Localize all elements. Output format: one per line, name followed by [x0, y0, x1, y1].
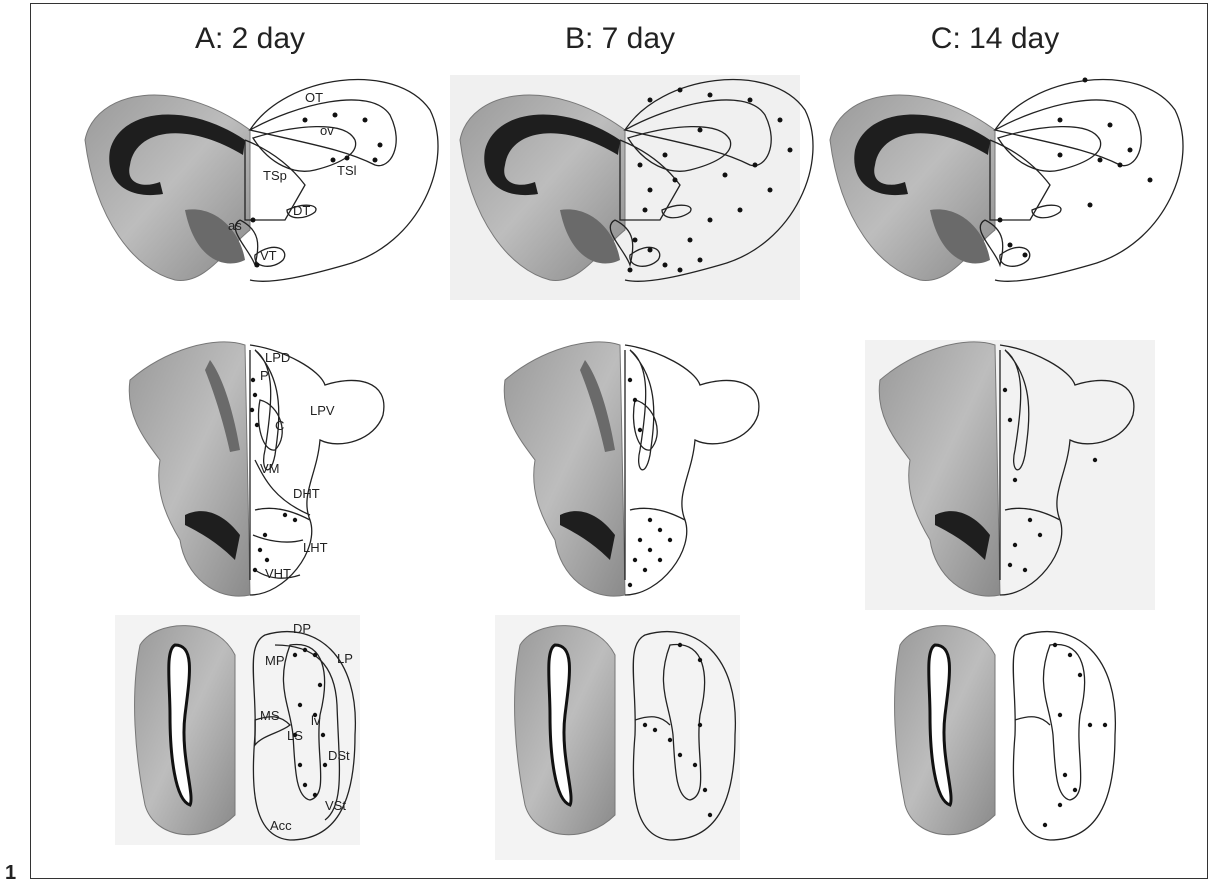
label-acc: Acc [270, 818, 292, 833]
tissue-stain-c1 [830, 95, 995, 280]
label-lht: LHT [303, 540, 328, 555]
label-lp: LP [337, 651, 353, 666]
column-title-c: C: 14 day [845, 22, 1145, 56]
panel-b-telencephalon [495, 615, 745, 860]
panel-a-hypothalamus: LPD P C LPV VM DHT LHT VHT [125, 340, 415, 605]
column-title-a: A: 2 day [100, 22, 400, 56]
label-vt: VT [260, 248, 277, 263]
tissue-stain-c3 [895, 626, 995, 835]
panel-c-telencephalon [875, 615, 1125, 850]
cell-dots-b2 [628, 378, 672, 587]
panel-a-tectum: OT ov TSl TSp DT as VT [75, 70, 445, 310]
label-dt: DT [293, 203, 310, 218]
tissue-stain-b1 [450, 75, 800, 300]
panel-a-telencephalon: DP MP LP MS lv LS DSt VSt Acc [115, 615, 365, 850]
label-ot: OT [305, 90, 323, 105]
label-vst: VSt [325, 798, 346, 813]
label-tsp: TSp [263, 168, 287, 183]
tissue-stain-a1 [85, 95, 250, 280]
column-title-b: B: 7 day [470, 22, 770, 56]
label-vm: VM [260, 461, 280, 476]
label-lpd: LPD [265, 350, 290, 365]
outline-c3 [1013, 632, 1115, 840]
outline-b2 [625, 345, 759, 595]
label-tsl: TSl [337, 163, 357, 178]
tissue-stain-a3 [115, 615, 360, 845]
label-as: as [228, 218, 242, 233]
cell-dots-a1 [251, 113, 383, 268]
label-dp: DP [293, 621, 311, 636]
label-ms: MS [260, 708, 280, 723]
label-c: C [275, 418, 284, 433]
label-p: P [260, 368, 269, 383]
panel-c-hypothalamus [865, 340, 1165, 610]
label-dst: DSt [328, 748, 350, 763]
label-ov: ov [320, 123, 334, 138]
tissue-stain-b2 [504, 342, 625, 596]
tissue-stain-c2 [865, 340, 1155, 610]
outline-c1 [980, 80, 1183, 282]
label-vht: VHT [265, 566, 291, 581]
label-mp: MP [265, 653, 285, 668]
panel-c-tectum [820, 70, 1190, 310]
panel-b-tectum [450, 70, 820, 310]
panel-b-hypothalamus [500, 340, 790, 605]
label-dht: DHT [293, 486, 320, 501]
label-lpv: LPV [310, 403, 335, 418]
tissue-stain-a2 [129, 342, 250, 596]
tissue-stain-b3 [495, 615, 740, 860]
